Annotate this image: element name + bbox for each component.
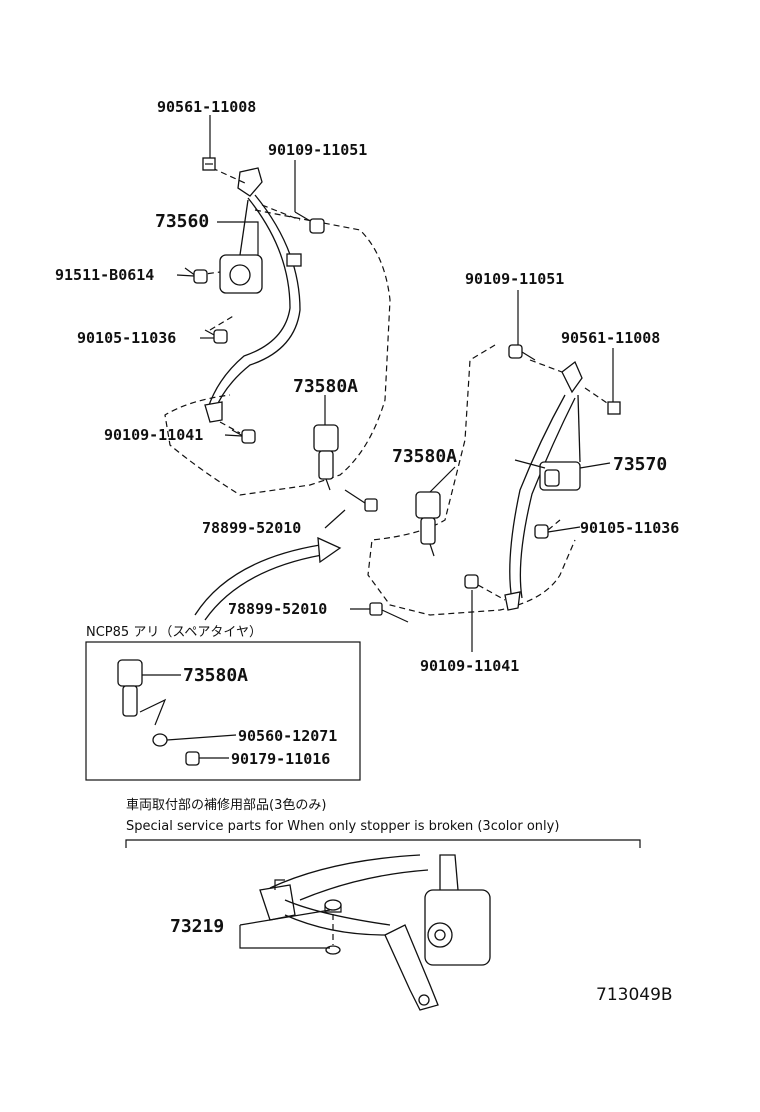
part-label-90109-11041-left: 90109-11041 [104, 426, 203, 444]
part-label-73570: 73570 [613, 454, 667, 475]
part-label-90179-11016: 90179-11016 [231, 750, 330, 768]
diagram-id: 713049B [596, 985, 673, 1005]
part-label-90109-11051-left: 90109-11051 [268, 141, 367, 159]
service-parts-bracket [125, 839, 641, 848]
bolt-icon [184, 267, 208, 284]
part-label-73580a-box: 73580A [183, 665, 248, 686]
bolt-icon [204, 329, 228, 344]
buckle-icon [415, 491, 441, 557]
part-label-73580a-right: 73580A [392, 446, 457, 467]
part-label-90560-12071: 90560-12071 [238, 727, 337, 745]
part-label-90109-11051-right: 90109-11051 [465, 270, 564, 288]
left-seat-outline [164, 209, 391, 496]
buckle-icon [313, 424, 339, 491]
part-label-73219: 73219 [170, 916, 224, 937]
part-label-91511-b0614: 91511-B0614 [55, 266, 154, 284]
leader-lines [142, 115, 614, 949]
stopper-assembly [259, 854, 491, 1011]
part-label-78899-52010-left: 78899-52010 [202, 519, 301, 537]
right-belt-assembly [477, 359, 611, 611]
buckle-icon [117, 659, 167, 726]
left-belt-assembly [197, 167, 302, 434]
ncp85-note: NCP85 アリ（スペアタイヤ） [86, 625, 262, 640]
bolt-icon [534, 524, 549, 539]
bolt-icon [294, 211, 325, 234]
part-label-73580a-left: 73580A [293, 376, 358, 397]
right-seat-outline [367, 344, 576, 616]
stopper-icon [324, 899, 342, 955]
bolt-icon [369, 602, 409, 623]
part-label-78899-52010-right: 78899-52010 [228, 600, 327, 618]
arrow-icon [194, 536, 342, 621]
part-label-90561-11008-right: 90561-11008 [561, 329, 660, 347]
bolt-icon [202, 157, 216, 171]
bolt-icon [231, 429, 256, 444]
bolt-icon [464, 574, 479, 589]
bolt-icon [607, 401, 621, 415]
ncp85-inset-box [85, 641, 361, 781]
service-parts-note-jp: 車両取付部の補修用部品(3色のみ) [126, 797, 326, 813]
part-label-90105-11036-right: 90105-11036 [580, 519, 679, 537]
part-label-90561-11008-left: 90561-11008 [157, 98, 256, 116]
service-parts-note-en: Special service parts for When only stop… [126, 819, 559, 834]
bolt-icon [344, 489, 378, 512]
part-label-90105-11036-left: 90105-11036 [77, 329, 176, 347]
part-label-90109-11041-right: 90109-11041 [420, 657, 519, 675]
washer-icon [152, 733, 168, 747]
part-label-73560: 73560 [155, 211, 209, 232]
bolt-icon [508, 344, 536, 361]
nut-icon [185, 751, 200, 766]
